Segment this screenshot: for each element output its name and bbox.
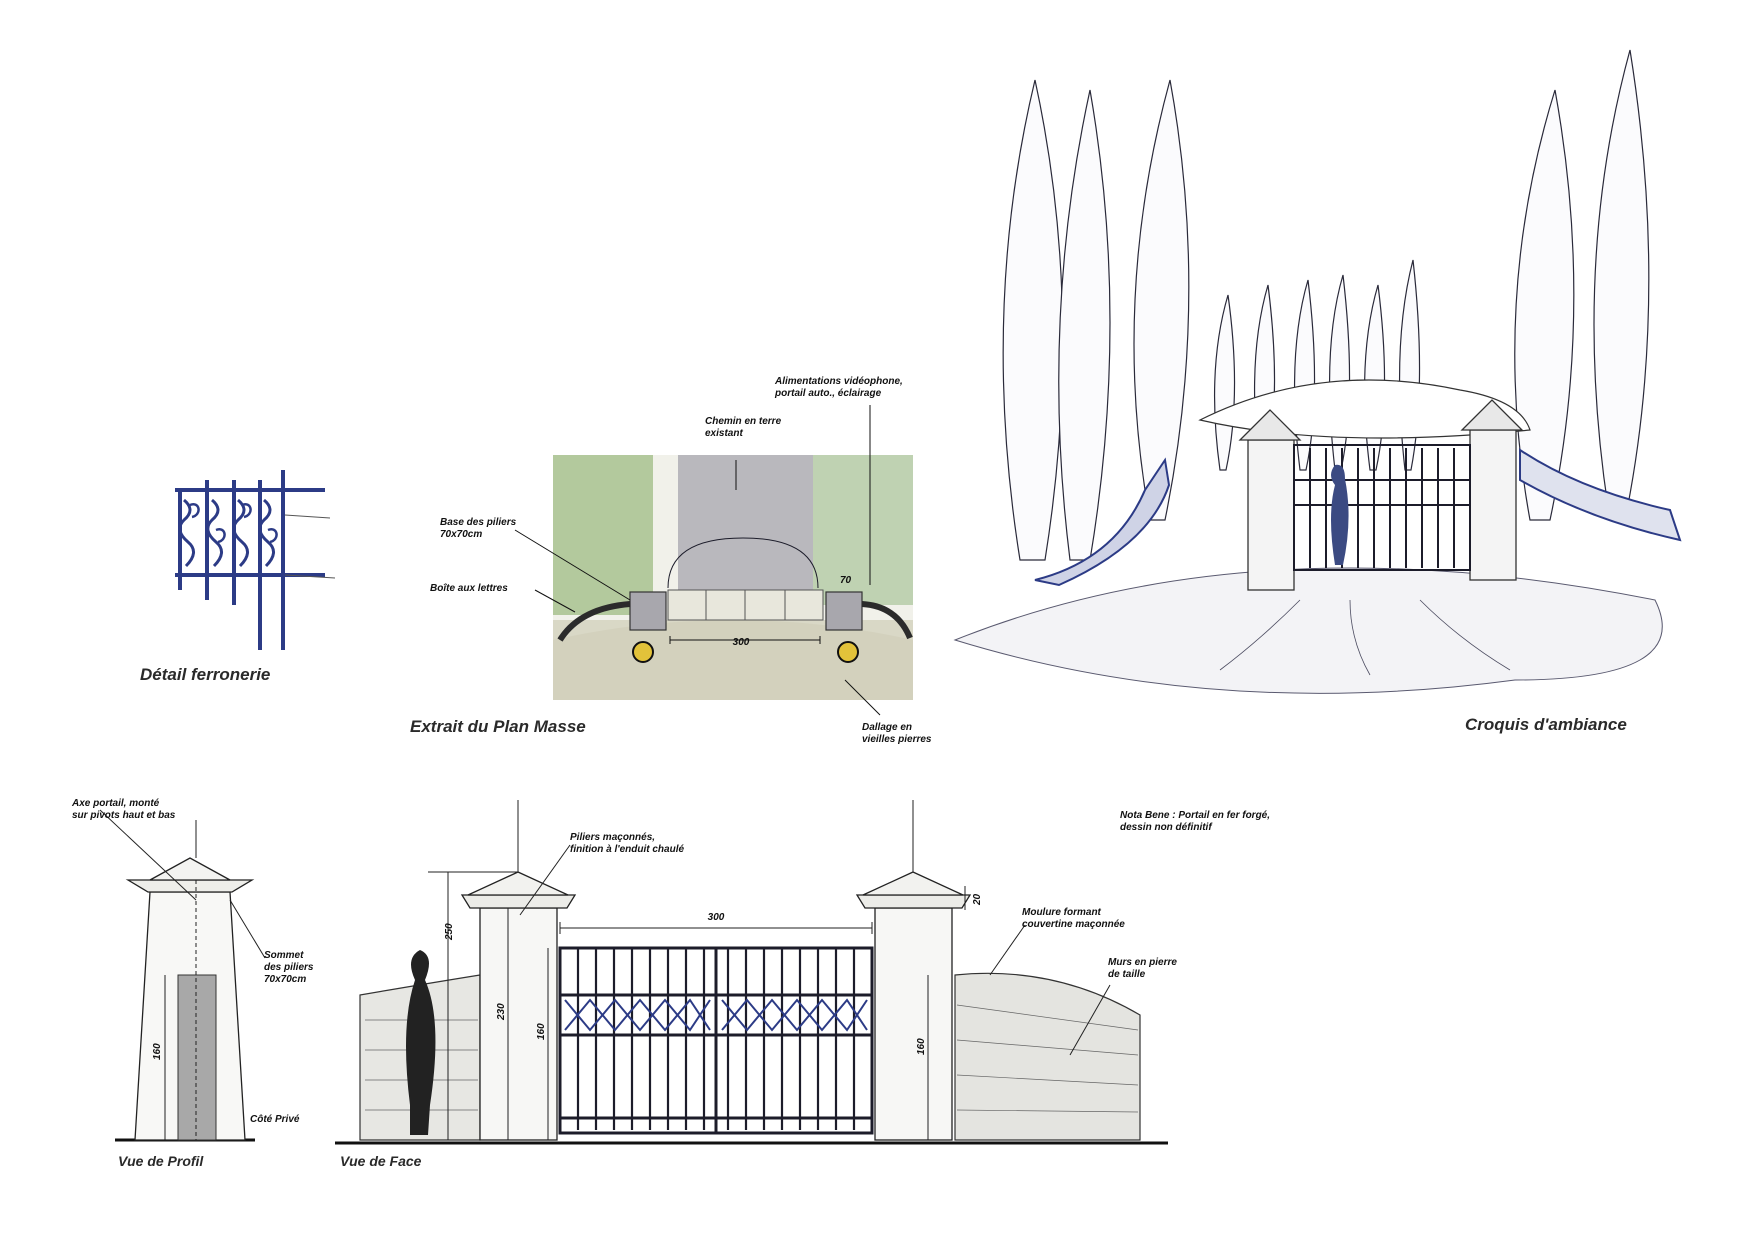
- profile-elevation: [99, 809, 266, 1142]
- label-moulure: Moulure formant couvertine maçonnée: [1022, 907, 1125, 930]
- front-elevation: [335, 800, 1168, 1145]
- sketch-figure: [1331, 464, 1349, 565]
- label-alimentations: Alimentations vidéophone, portail auto.,…: [774, 376, 906, 399]
- cypress-4: [1514, 89, 1575, 521]
- cypress-3: [1133, 79, 1190, 521]
- front-dim-230: 230: [496, 1003, 507, 1021]
- label-dallage: Dallage en vieilles pierres: [862, 722, 932, 745]
- pillar-base-left: [629, 591, 667, 631]
- light-left: [632, 641, 654, 663]
- front-pillar-left: [479, 907, 558, 1141]
- cypress-5: [1593, 49, 1650, 521]
- sketch-gate: [1293, 444, 1471, 571]
- human-figure: [406, 950, 436, 1135]
- label-base-piliers: Base des piliers 70x70cm: [440, 517, 519, 540]
- front-dim-160-gate: 160: [536, 1023, 547, 1040]
- label-piliers: Piliers maçonnés, finition à l'enduit ch…: [570, 832, 684, 855]
- front-pillar-right: [874, 907, 953, 1141]
- pillar-base-right: [825, 591, 863, 631]
- sketch-pillar-left: [1247, 439, 1295, 591]
- site-plan-title: Extrait du Plan Masse: [410, 717, 586, 736]
- cypress-2: [1058, 89, 1111, 561]
- plan-dim-width: 300: [733, 637, 750, 648]
- label-axe: Axe portail, monté sur pivots haut et ba…: [71, 798, 176, 821]
- profile-dim-160: 160: [152, 1043, 163, 1060]
- profile-title: Vue de Profil: [118, 1153, 204, 1169]
- front-dim-250: 250: [444, 923, 455, 941]
- front-dim-160-wall: 160: [916, 1038, 927, 1055]
- front-dim-300: 300: [708, 912, 725, 923]
- front-title: Vue de Face: [340, 1153, 422, 1169]
- existing-path: [678, 455, 813, 590]
- ironwork-detail: [175, 470, 336, 650]
- sketch-pillar-right: [1469, 429, 1517, 581]
- ambience-sketch: [953, 49, 1682, 694]
- front-dim-20: 20: [972, 893, 983, 906]
- ironwork-detail-title: Détail ferronerie: [140, 665, 270, 684]
- front-gate: [558, 946, 874, 1135]
- label-cote-prive: Côté Privé: [250, 1114, 300, 1125]
- label-sommet: Sommet des piliers 70x70cm: [264, 950, 316, 985]
- light-right: [837, 641, 859, 663]
- sketch-title: Croquis d'ambiance: [1465, 715, 1627, 734]
- profile-gate-leaf: [177, 974, 217, 1141]
- label-boite: Boîte aux lettres: [430, 583, 508, 594]
- cypress-1: [1002, 79, 1064, 561]
- wall-right: [954, 972, 1141, 1141]
- label-murs: Murs en pierre de taille: [1108, 957, 1180, 980]
- site-plan: [514, 405, 913, 716]
- plan-dim-pillar: 70: [840, 575, 852, 586]
- label-chemin: Chemin en terre existant: [705, 416, 784, 439]
- label-nota: Nota Bene : Portail en fer forgé, dessin…: [1120, 810, 1273, 833]
